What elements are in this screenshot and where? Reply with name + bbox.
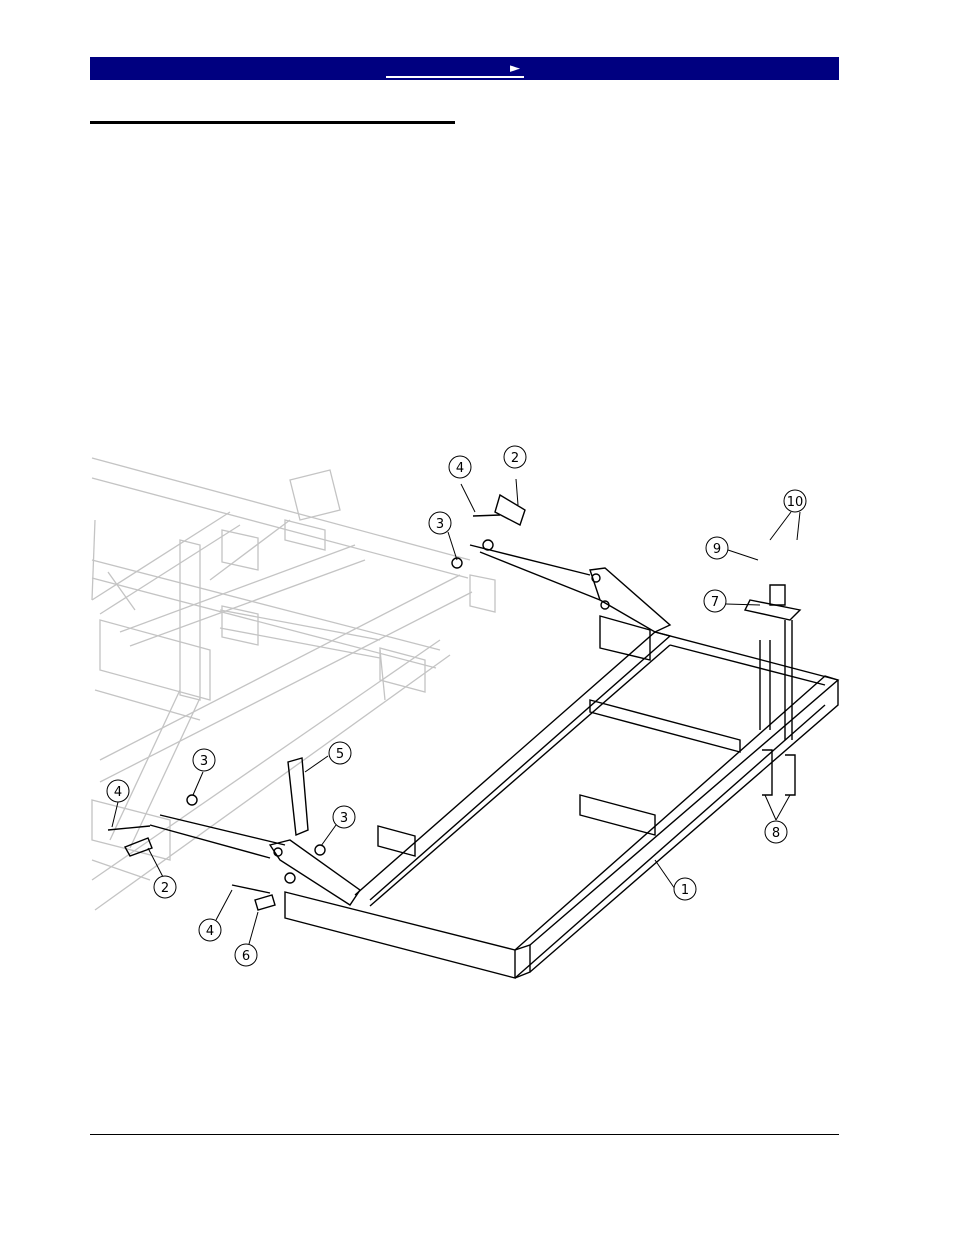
svg-text:2: 2 (161, 881, 169, 896)
footer-rule (90, 1134, 839, 1135)
callout-7: 7 (704, 590, 726, 612)
svg-text:1: 1 (681, 883, 689, 898)
svg-text:3: 3 (340, 811, 348, 826)
svg-text:3: 3 (436, 517, 444, 532)
callout-3-left: 3 (193, 749, 215, 771)
callout-4-left: 4 (107, 780, 129, 802)
svg-text:4: 4 (114, 785, 122, 800)
svg-text:10: 10 (787, 495, 804, 510)
svg-text:7: 7 (711, 595, 719, 610)
callout-1: 1 (674, 878, 696, 900)
svg-text:3: 3 (200, 754, 208, 769)
hitch-frame-assembly (108, 495, 838, 978)
callout-4-bottom: 4 (199, 919, 221, 941)
svg-text:8: 8 (772, 826, 780, 841)
svg-text:4: 4 (456, 461, 464, 476)
callout-3-center: 3 (333, 806, 355, 828)
callout-5: 5 (329, 742, 351, 764)
svg-text:5: 5 (336, 747, 344, 762)
callout-10: 10 (784, 490, 806, 512)
svg-text:9: 9 (713, 542, 721, 557)
svg-text:6: 6 (242, 949, 250, 964)
callout-2-left: 2 (154, 876, 176, 898)
callout-4-top: 4 (449, 456, 471, 478)
callout-leaders (112, 479, 800, 944)
callout-8: 8 (765, 821, 787, 843)
svg-text:2: 2 (511, 451, 519, 466)
callout-6: 6 (235, 944, 257, 966)
svg-text:4: 4 (206, 924, 214, 939)
callout-3-top: 3 (429, 512, 451, 534)
callout-9: 9 (706, 537, 728, 559)
callout-2-top: 2 (504, 446, 526, 468)
